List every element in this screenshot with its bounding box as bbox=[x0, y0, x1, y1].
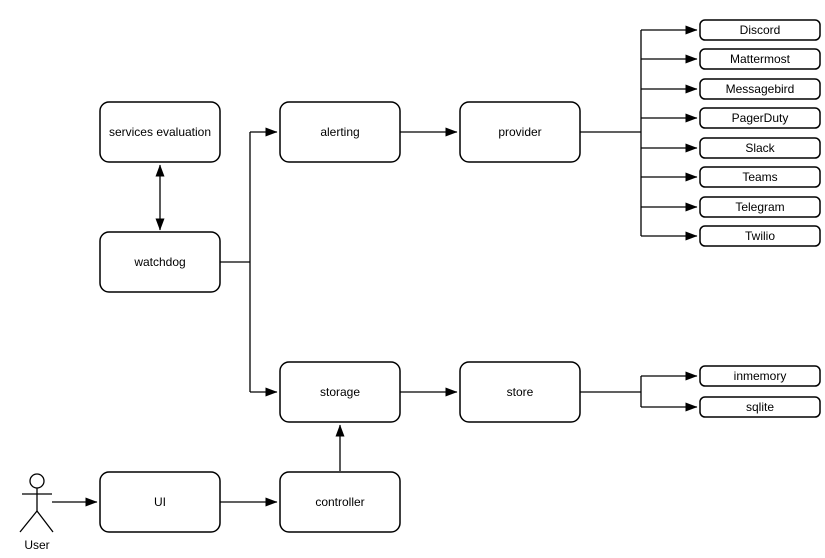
edge-store-trunk bbox=[580, 376, 642, 407]
controller-box bbox=[279, 471, 401, 533]
node-services-evaluation: services evaluation bbox=[99, 101, 221, 163]
telegram-label: Telegram bbox=[735, 200, 784, 214]
edge-watchdog-trunk bbox=[220, 132, 251, 392]
slack-box bbox=[699, 137, 821, 159]
teams-box bbox=[699, 166, 821, 188]
alerting-label: alerting bbox=[320, 125, 359, 139]
node-store-inmemory: inmemory bbox=[699, 365, 821, 387]
node-provider-telegram: Telegram bbox=[699, 196, 821, 218]
node-provider-messagebird: Messagebird bbox=[699, 78, 821, 100]
node-store: store bbox=[459, 361, 581, 423]
pagerduty-label: PagerDuty bbox=[732, 111, 789, 125]
storage-label: storage bbox=[320, 385, 360, 399]
services-evaluation-box bbox=[99, 101, 221, 163]
provider-box bbox=[459, 101, 581, 163]
node-provider-mattermost: Mattermost bbox=[699, 48, 821, 70]
mattermost-box bbox=[699, 48, 821, 70]
messagebird-box bbox=[699, 78, 821, 100]
store-box bbox=[459, 361, 581, 423]
discord-label: Discord bbox=[740, 23, 781, 37]
services-evaluation-label: services evaluation bbox=[109, 125, 211, 139]
user-actor-icon bbox=[19, 473, 54, 533]
node-controller: controller bbox=[279, 471, 401, 533]
slack-label: Slack bbox=[745, 141, 775, 155]
node-provider-discord: Discord bbox=[699, 19, 821, 41]
ui-box bbox=[99, 471, 221, 533]
node-store-sqlite: sqlite bbox=[699, 396, 821, 418]
node-alerting: alerting bbox=[279, 101, 401, 163]
node-provider: provider bbox=[459, 101, 581, 163]
inmemory-label: inmemory bbox=[734, 369, 787, 383]
node-watchdog: watchdog bbox=[99, 231, 221, 293]
alerting-box bbox=[279, 101, 401, 163]
mattermost-label: Mattermost bbox=[730, 52, 791, 66]
nodes-layer: services evaluation watchdog alerting pr… bbox=[19, 19, 821, 552]
edges-layer bbox=[52, 25, 698, 507]
teams-label: Teams bbox=[742, 170, 777, 184]
provider-label: provider bbox=[498, 125, 541, 139]
watchdog-label: watchdog bbox=[133, 255, 185, 269]
node-provider-slack: Slack bbox=[699, 137, 821, 159]
watchdog-box bbox=[99, 231, 221, 293]
messagebird-label: Messagebird bbox=[726, 82, 795, 96]
inmemory-box bbox=[699, 365, 821, 387]
node-provider-twilio: Twilio bbox=[699, 225, 821, 247]
sqlite-label: sqlite bbox=[746, 400, 774, 414]
sqlite-box bbox=[699, 396, 821, 418]
pagerduty-box bbox=[699, 107, 821, 129]
twilio-box bbox=[699, 225, 821, 247]
store-label: store bbox=[507, 385, 534, 399]
ui-label: UI bbox=[154, 495, 166, 509]
storage-box bbox=[279, 361, 401, 423]
node-storage: storage bbox=[279, 361, 401, 423]
controller-label: controller bbox=[315, 495, 364, 509]
twilio-label: Twilio bbox=[745, 229, 775, 243]
discord-box bbox=[699, 19, 821, 41]
node-ui: UI bbox=[99, 471, 221, 533]
node-provider-teams: Teams bbox=[699, 166, 821, 188]
telegram-box bbox=[699, 196, 821, 218]
node-user: User bbox=[19, 473, 54, 552]
node-provider-pagerduty: PagerDuty bbox=[699, 107, 821, 129]
user-label: User bbox=[24, 538, 49, 552]
edge-provider-trunk bbox=[580, 30, 642, 236]
